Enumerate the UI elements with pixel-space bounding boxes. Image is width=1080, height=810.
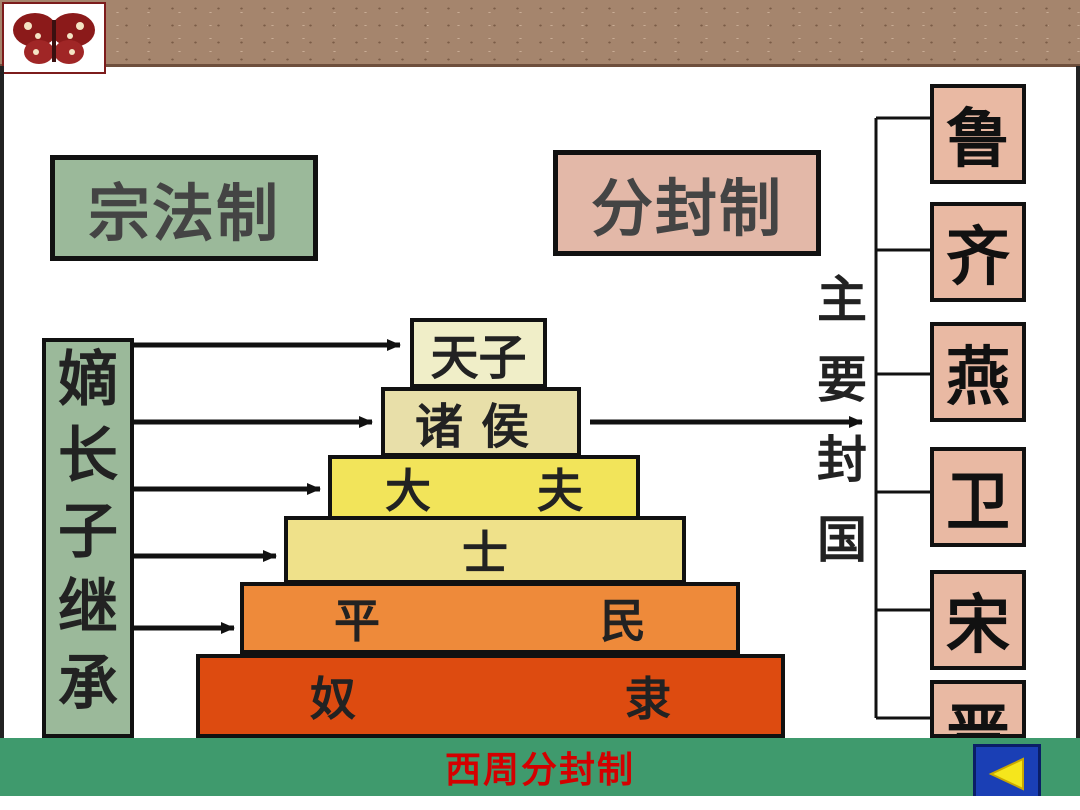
state-wei: 卫 [930, 447, 1026, 547]
frame-left [0, 66, 4, 810]
tier-label: 奴 [310, 672, 356, 726]
pyramid-tier-pingmin: 平 民 [240, 582, 740, 654]
butterfly-icon [2, 2, 106, 74]
main-fief-label: 主 要 封 国 [812, 260, 872, 580]
dizhang-label: 嫡 长 子 继 承 [42, 338, 134, 738]
main-fief-char: 要 [817, 350, 867, 409]
pyramid-tier-zhuhou: 诸侯 [381, 387, 581, 457]
tier-label: 民 [600, 594, 646, 648]
decorative-top-bar [0, 0, 1080, 67]
main-fief-char: 主 [817, 270, 867, 329]
pyramid-tier-dafu: 大 夫 [328, 455, 640, 520]
main-fief-char: 国 [817, 510, 867, 569]
tier-label: 诸侯 [414, 399, 547, 455]
state-lu: 鲁 [930, 84, 1026, 184]
dizhang-char: 嫡 [58, 345, 118, 415]
triangle-left-icon [988, 757, 1024, 791]
pyramid-tier-tianzi: 天子 [410, 318, 547, 388]
state-jin: 晋 [930, 680, 1026, 738]
main-fief-char: 封 [817, 430, 867, 489]
bottom-strip [0, 796, 1080, 810]
state-song: 宋 [930, 570, 1026, 670]
back-button[interactable] [973, 744, 1041, 804]
dizhang-char: 承 [58, 649, 118, 719]
tier-label: 大 [385, 463, 431, 518]
pyramid-tier-shi: 士 [284, 516, 686, 584]
pyramid-tier-nuli: 奴 隶 [196, 654, 785, 738]
tier-label: 夫 [537, 463, 583, 518]
dizhang-char: 继 [58, 573, 118, 643]
tier-label: 天子 [430, 330, 527, 386]
tier-label: 士 [462, 526, 508, 580]
state-qi: 齐 [930, 202, 1026, 302]
state-bracket [874, 116, 930, 720]
dizhang-char: 长 [58, 421, 118, 491]
tier-label: 平 [334, 594, 380, 648]
state-yan: 燕 [930, 322, 1026, 422]
frame-right [1076, 66, 1080, 810]
tier-label: 隶 [625, 672, 671, 726]
dizhang-char: 子 [58, 497, 118, 567]
zongfa-label: 宗法制 [50, 155, 318, 261]
footer-title: 西周分封制 [444, 749, 635, 791]
footer-bar [0, 738, 1080, 796]
fenfeng-label: 分封制 [553, 150, 821, 256]
